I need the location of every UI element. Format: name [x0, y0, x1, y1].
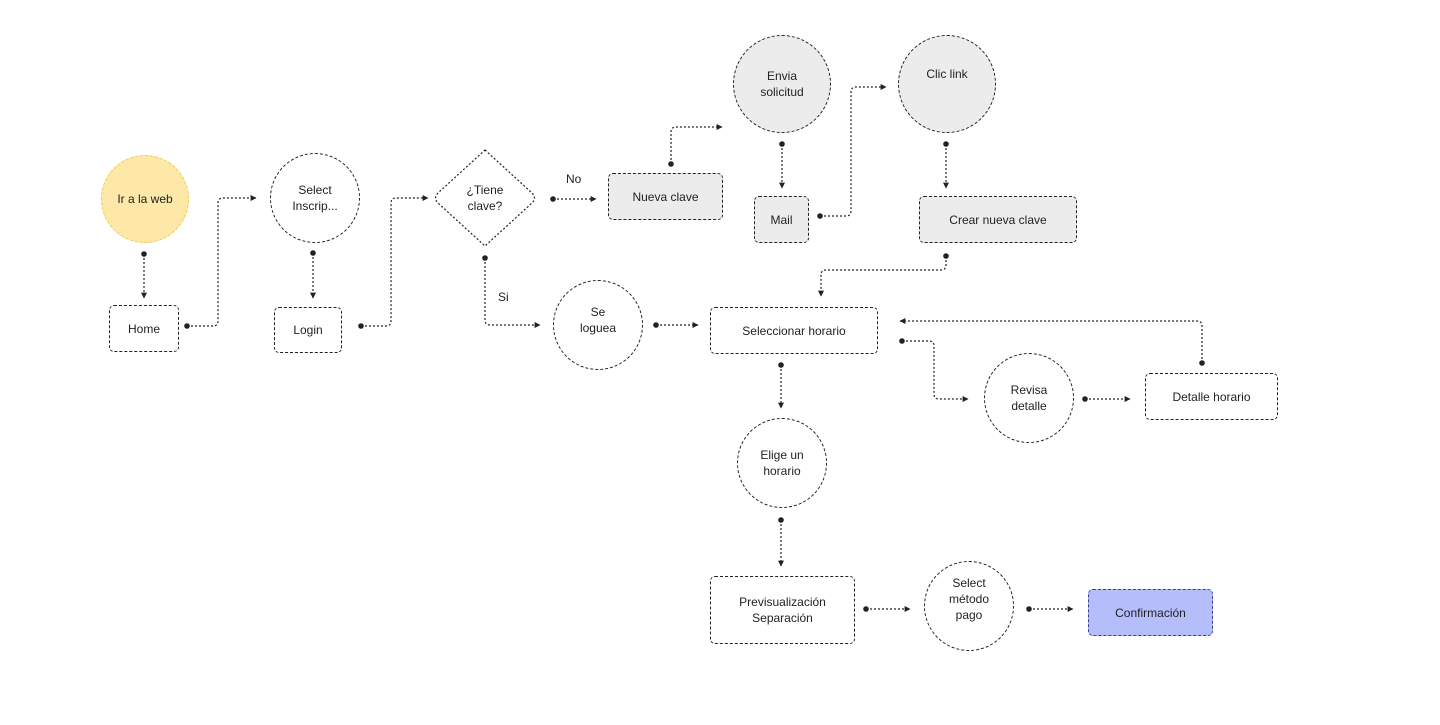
diamond-shape — [434, 149, 536, 247]
edge-label-no: No — [566, 172, 582, 186]
node-label: Nueva clave — [632, 189, 699, 204]
node-tiene-clave[interactable]: ¿Tiene clave? — [433, 148, 537, 248]
edge-label-si: Si — [498, 290, 509, 304]
edge-home-select — [187, 195, 257, 327]
node-label: Select Inscrip... — [292, 183, 338, 213]
node-label: Envia solicitud — [760, 69, 804, 99]
node-label: Select método pago — [948, 575, 990, 622]
node-revisa-detalle[interactable]: Revisa detalle — [984, 353, 1074, 443]
node-label: Ir a la web — [117, 192, 173, 206]
node-nueva-clave[interactable]: Nueva clave — [608, 173, 723, 220]
node-label: Revisa detalle — [1010, 383, 1048, 413]
edge-crear-seleccionar — [818, 256, 947, 297]
node-label: Seleccionar horario — [742, 323, 846, 338]
node-ir-a-la-web[interactable]: Ir a la web — [101, 155, 189, 243]
node-detalle-horario[interactable]: Detalle horario — [1145, 373, 1278, 420]
node-label: Home — [127, 321, 160, 336]
node-elige-horario[interactable]: Elige un horario — [737, 418, 827, 508]
node-confirmacion[interactable]: Confirmación — [1088, 589, 1213, 636]
edge-tiene-seloguea — [484, 258, 541, 328]
node-label: Confirmación — [1115, 605, 1186, 620]
node-label: Elige un horario — [760, 448, 804, 478]
node-label: Login — [293, 323, 323, 337]
node-label: Detalle horario — [1172, 389, 1251, 404]
node-select-inscrip[interactable]: Select Inscrip... — [270, 153, 360, 243]
node-label: Mail — [770, 212, 793, 227]
edge-mail-clic — [820, 84, 887, 217]
edge-nueva-envia — [670, 124, 723, 164]
node-envia-solicitud[interactable]: Envia solicitud — [733, 35, 831, 133]
edge-login-tiene — [361, 195, 429, 327]
node-label: Clic link — [926, 67, 968, 81]
node-home[interactable]: Home — [109, 305, 179, 352]
node-se-loguea[interactable]: Se loguea — [553, 280, 643, 370]
node-seleccionar-horario[interactable]: Seleccionar horario — [710, 307, 878, 354]
node-label: Crear nueva clave — [949, 212, 1047, 227]
node-previsualizacion[interactable]: Previsualización Separación — [710, 576, 855, 644]
edge-detalle-seleccionar — [899, 318, 1203, 363]
node-label: Previsualización Separación — [739, 595, 826, 625]
node-select-metodo-pago[interactable]: Select método pago — [924, 561, 1014, 651]
node-label: ¿Tiene clave? — [466, 183, 504, 213]
node-mail[interactable]: Mail — [754, 196, 809, 243]
node-clic-link[interactable]: Clic link — [898, 35, 996, 133]
node-label: Se loguea — [579, 305, 617, 335]
node-login[interactable]: Login — [274, 307, 342, 353]
edge-seleccionar-revisa — [902, 340, 969, 402]
node-crear-nueva-clave[interactable]: Crear nueva clave — [919, 196, 1077, 243]
